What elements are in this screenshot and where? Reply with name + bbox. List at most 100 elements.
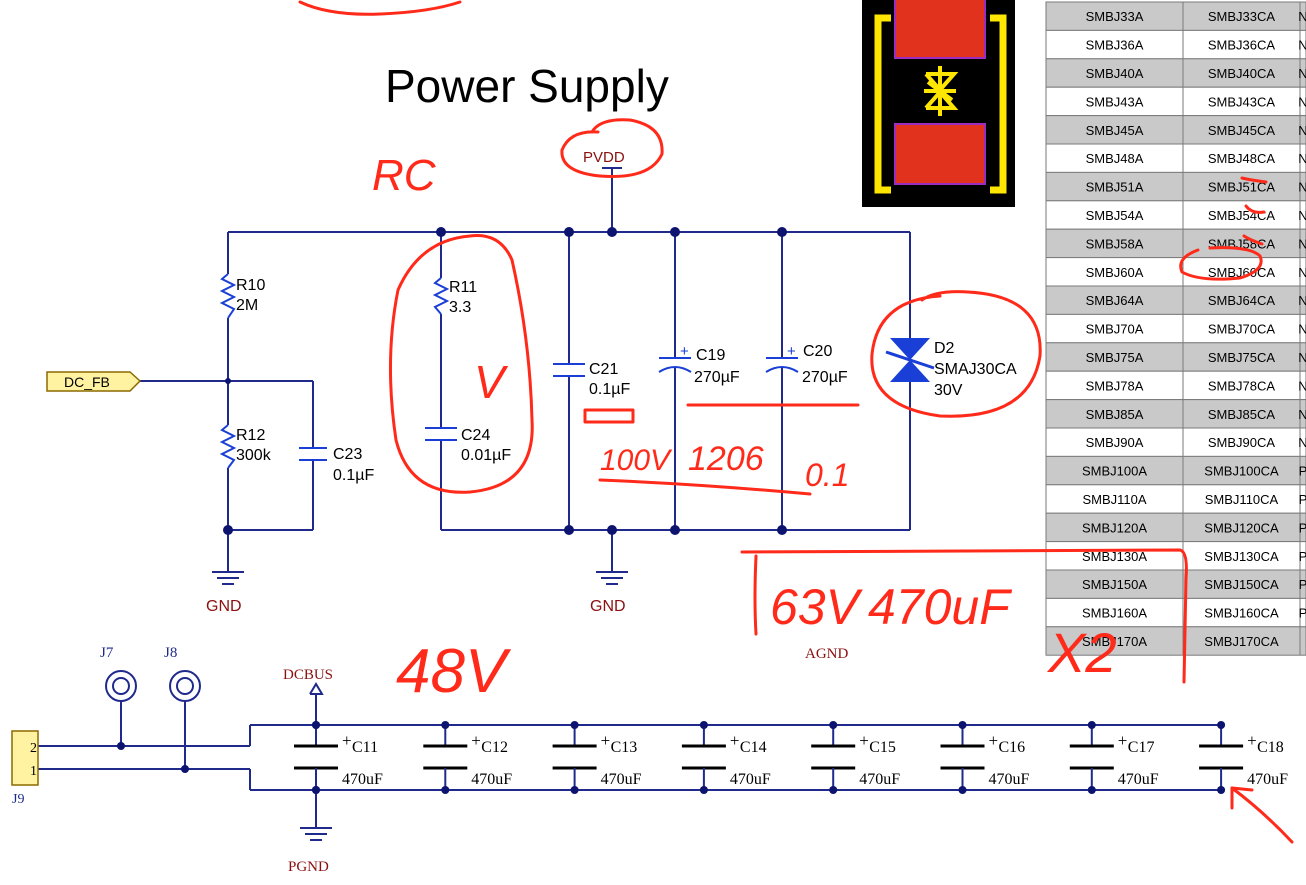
table-cell: SMBJ150A [1082, 577, 1147, 592]
handwritten-1206: 1206 [688, 440, 764, 478]
table-cell: SMBJ48CA [1208, 151, 1276, 166]
table-cell: SMBJ64A [1086, 293, 1144, 308]
table-cell: N [1298, 407, 1306, 422]
pgnd-label: PGND [288, 859, 329, 875]
table-cell: SMBJ60A [1086, 265, 1144, 280]
c19-ref: C19 [696, 347, 725, 364]
table-cell: SMBJ40A [1086, 66, 1144, 81]
table-cell: N [1298, 180, 1306, 195]
table-row: SMBJ70A SMBJ70CA N [1045, 313, 1306, 344]
table-cell: SMBJ70A [1086, 322, 1144, 337]
table-cell: SMBJ45CA [1208, 123, 1276, 138]
cap-plus-sign: + [859, 731, 869, 750]
c24-value: 0.01µF [461, 447, 511, 464]
capacitor-c21-symbol [553, 363, 585, 377]
table-cell: SMBJ100CA [1204, 464, 1279, 479]
j9-pin1: 1 [30, 764, 37, 779]
table-cell: SMBJ58A [1086, 236, 1144, 251]
handwritten-check: V [474, 356, 509, 408]
dcbus-label: DCBUS [283, 667, 333, 683]
c21-ref: C21 [589, 361, 618, 378]
table-cell: N [1298, 378, 1306, 393]
cap-ref: C11 [352, 739, 378, 756]
lower-wires [38, 694, 1222, 828]
capacitor-c20-symbol [765, 357, 799, 373]
dcbus-arrow [309, 682, 324, 695]
table-cell: P [1299, 492, 1306, 507]
cap-ref: C13 [611, 739, 638, 756]
table-cell: SMBJ70CA [1208, 322, 1276, 337]
table-cell: SMBJ150CA [1204, 577, 1279, 592]
table-cell: SMBJ90A [1086, 435, 1144, 450]
j8-label: J8 [164, 645, 177, 661]
table-cell: N [1298, 265, 1306, 280]
cap-plus-sign: + [471, 731, 481, 750]
table-cell: SMBJ85CA [1208, 407, 1276, 422]
resistor-r12-symbol [219, 424, 237, 469]
c24-ref: C24 [461, 427, 490, 444]
table-cell: SMBJ100A [1082, 464, 1147, 479]
cap-plus-sign: + [989, 731, 999, 750]
handwritten-470uf: 470uF [868, 579, 1012, 635]
c23-value: 0.1µF [333, 467, 374, 484]
pad-bottom [894, 123, 986, 185]
cap-value: 470uF [471, 771, 512, 788]
cap-ref: C18 [1257, 739, 1284, 756]
table-cell: SMBJ64CA [1208, 293, 1276, 308]
cap-ref: C12 [481, 739, 508, 756]
tvs-silk-symbol [924, 66, 959, 116]
c23-ref: C23 [333, 446, 362, 463]
r10-value: 2M [236, 297, 258, 314]
cap-value: 470uF [1247, 771, 1288, 788]
table-cell: SMBJ160A [1082, 606, 1147, 621]
d2-part: SMAJ30CA [934, 361, 1017, 378]
bulk-capacitor-bank: +C11470uF+C12470uF+C13470uF+C14470uF+C15… [294, 721, 1288, 794]
table-cell: SMBJ54CA [1208, 208, 1276, 223]
table-cell: SMBJ75A [1086, 350, 1144, 365]
handwritten-rc: RC [372, 151, 437, 200]
table-cell: SMBJ45A [1086, 123, 1144, 138]
r12-value: 300k [236, 447, 272, 464]
svg-text:DC_FB: DC_FB [64, 374, 110, 390]
handwritten-markup [298, 0, 1294, 844]
table-cell: SMBJ90CA [1208, 435, 1276, 450]
cap-plus-sign: + [730, 731, 740, 750]
table-cell: P [1299, 464, 1306, 479]
table-cell: N [1298, 208, 1306, 223]
table-cell: N [1298, 151, 1306, 166]
table-cell: SMBJ110A [1082, 492, 1146, 507]
table-cell: N [1298, 322, 1306, 337]
capacitor-c12: +C12 470uF [423, 721, 512, 794]
table-cell: N [1298, 38, 1306, 53]
handwritten-48v: 48V [396, 637, 512, 706]
table-cell: SMBJ78A [1086, 378, 1144, 393]
gnd-label-left: GND [206, 598, 242, 615]
table-cell: SMBJ36A [1086, 38, 1144, 53]
capacitor-c24-symbol [425, 427, 457, 441]
handwritten-100v: 100V [600, 444, 673, 477]
agnd-label: AGND [805, 646, 848, 662]
pad-top [894, 0, 986, 59]
table-cell: N [1298, 236, 1306, 251]
r11-value: 3.3 [449, 299, 471, 316]
